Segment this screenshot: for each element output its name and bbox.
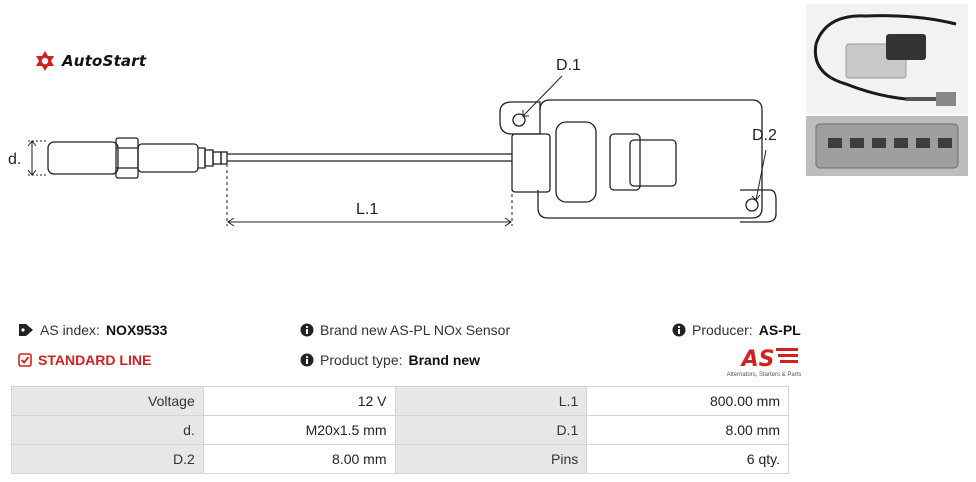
label-d1: D.1 <box>556 57 581 74</box>
connector-housing <box>537 99 763 219</box>
sensor-diagram: d. L.1 D.1 D.2 <box>8 57 777 227</box>
tag-icon <box>19 324 33 336</box>
label-d2: D.2 <box>752 127 777 144</box>
spec-value: 12 V <box>202 386 396 416</box>
table-row: Voltage 12 V L.1 800.00 mm <box>11 386 789 416</box>
hole-d1 <box>512 113 526 127</box>
plug <box>511 133 551 193</box>
info-icon <box>672 323 686 337</box>
check-square-icon <box>18 353 32 367</box>
product-type-value: Brand new <box>408 352 481 368</box>
product-type-label: Product type: <box>320 352 403 368</box>
info-icon <box>300 323 314 337</box>
spec-value: M20x1.5 mm <box>202 415 396 445</box>
info-icon <box>300 353 314 367</box>
autostart-logo-icon <box>36 51 54 71</box>
producer: Producer: AS-PL <box>672 322 801 338</box>
spec-value: 800.00 mm <box>586 386 789 416</box>
product-photo <box>806 4 968 176</box>
description-text: Brand new AS-PL NOx Sensor <box>320 322 511 338</box>
description: Brand new AS-PL NOx Sensor <box>300 322 510 338</box>
hole-d2 <box>745 198 759 212</box>
brand-name: AutoStart <box>62 52 147 70</box>
product-type: Product type: Brand new <box>300 352 480 368</box>
as-index-label: AS index: <box>40 322 100 338</box>
standard-line: STANDARD LINE <box>18 352 151 368</box>
producer-label: Producer: <box>692 322 753 338</box>
table-row: D.2 8.00 mm Pins 6 qty. <box>11 444 789 474</box>
specs-table: Voltage 12 V L.1 800.00 mm d. M20x1.5 mm… <box>11 386 789 474</box>
standard-line-label: STANDARD LINE <box>38 352 152 368</box>
label-d: d. <box>8 151 21 168</box>
spec-label: Voltage <box>11 386 204 416</box>
as-pl-logo: AS Alternators, Starters & Parts <box>727 347 802 378</box>
probe-tip <box>47 141 119 175</box>
spec-value: 8.00 mm <box>202 444 396 474</box>
producer-value: AS-PL <box>758 322 801 338</box>
label-l1: L.1 <box>356 201 378 218</box>
as-pl-logo-mark: AS <box>740 347 775 372</box>
hex-nut <box>115 137 139 179</box>
as-index: AS index: NOX9533 <box>18 322 167 338</box>
spec-label: D.1 <box>394 415 588 445</box>
spec-value: 6 qty. <box>586 444 789 474</box>
table-row: d. M20x1.5 mm D.1 8.00 mm <box>11 415 789 445</box>
probe-body <box>137 143 199 173</box>
spec-label: L.1 <box>394 386 588 416</box>
as-index-value: NOX9533 <box>105 322 168 338</box>
spec-value: 8.00 mm <box>586 415 789 445</box>
spec-label: Pins <box>394 444 588 474</box>
spec-label: D.2 <box>11 444 204 474</box>
brand-logo: AutoStart <box>34 50 146 72</box>
spec-label: d. <box>11 415 204 445</box>
as-pl-logo-tagline: Alternators, Starters & Parts <box>727 372 802 378</box>
